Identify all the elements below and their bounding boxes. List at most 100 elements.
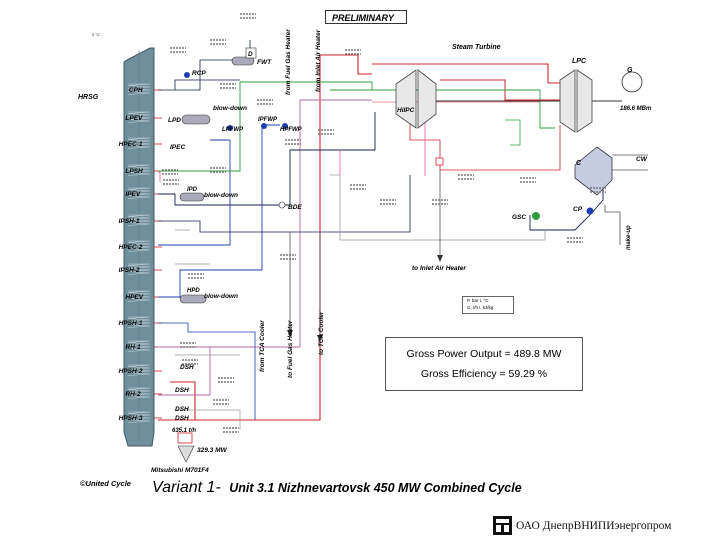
makeup-label: make-up (626, 225, 632, 250)
condenser-icon (574, 146, 613, 196)
fwt-tank (231, 56, 255, 66)
hrsg-coil (127, 290, 151, 302)
hrsg-coil (127, 340, 151, 352)
hpd-drum (179, 294, 207, 304)
hrsg-coil (127, 387, 151, 399)
hiipc-ip-section (417, 69, 437, 129)
lpfwp-pump-icon (227, 125, 233, 131)
g-label: G (627, 67, 633, 74)
bde-label: BDE (288, 204, 302, 211)
hrsg-section-label: HPEC-1 (119, 141, 143, 148)
lpfwp-label: LPFWP (222, 127, 244, 133)
hrsg-coil (127, 411, 151, 423)
dsh-label-1: DSH (180, 364, 194, 371)
hrsg-coil (127, 263, 151, 275)
flow-labels: from Fuel Gas Heater from Inlet Air Heat… (259, 29, 466, 378)
blowdown-label-3: blow-down (204, 293, 238, 300)
hpfwp-label: HPFWP (280, 127, 303, 133)
variant-label: Variant 1- (152, 479, 221, 496)
company-logo: ОАО ДнепрВНИПИэнергопром (492, 516, 671, 536)
hrsg-coil (127, 137, 151, 149)
dsh-label-4: DSH (175, 415, 189, 422)
hiipc-hp-section (395, 69, 417, 129)
equipment (177, 47, 444, 463)
lpc-section-right (576, 69, 593, 133)
rcp-pump-icon (184, 72, 190, 78)
power-out-label: 186.6 MBт (620, 106, 652, 112)
company-logo-icon (493, 516, 512, 535)
hrsg-coil (127, 83, 151, 95)
gsc-label: GSC (512, 214, 526, 221)
bde-icon (278, 201, 286, 209)
hrsg-coil (127, 240, 151, 252)
hrsg-section-label: RH-2 (125, 391, 141, 398)
arrow-down-icon-2 (287, 330, 293, 337)
gas-turbine-label: Mitsubishi M701F4 (151, 467, 209, 474)
legend-row-1: P, bar t, °C (467, 298, 489, 303)
from-fuel-gas-heater-label: from Fuel Gas Heater (285, 29, 292, 95)
performance-summary-box: Gross Power Output = 489.8 MW Gross Effi… (385, 337, 583, 391)
hrsg-section-label: LPEV (125, 115, 143, 122)
hrsg-coils (127, 83, 151, 423)
parameter-legend-box: P, bar t, °C G, t/h i, kJ/kg (462, 296, 514, 314)
cw-label: CW (636, 156, 648, 163)
valve-icon (435, 157, 444, 166)
hrsg-coil (127, 111, 151, 123)
lpd-label: LPD (168, 117, 181, 124)
lpc-section-left (559, 69, 576, 133)
tca-lines (289, 232, 321, 335)
blowdown-label-1: blow-down (213, 105, 247, 112)
hrsg-coil (127, 187, 151, 199)
dsh-box (177, 432, 193, 444)
hrsg-coil (127, 164, 151, 176)
copyright-label: ©United Cycle (80, 479, 131, 488)
section-lines (154, 89, 162, 419)
pipelines (158, 40, 648, 430)
ip-line-2 (158, 175, 411, 233)
hp-steam-to-lpc (372, 63, 560, 84)
hrsg-label: HRSG (78, 94, 99, 101)
unit-title: Unit 3.1 Nizhnevartovsk 450 MW Combined … (229, 481, 522, 495)
d-box (245, 47, 257, 59)
condensate-main-2 (330, 174, 546, 241)
ip-line (158, 112, 376, 206)
d-label: D (248, 51, 253, 58)
grey-lines (175, 229, 241, 430)
blowdown-label-2: blow-down (204, 192, 238, 199)
feedwater-line-2 (158, 322, 256, 420)
to-inlet-air-heater-label: to Inlet Air Heater (412, 265, 466, 272)
company-name: ОАО ДнепрВНИПИэнергопром (516, 520, 672, 532)
to-tca-cooler-label: to TCA Cooler (318, 311, 325, 355)
makeup-line (604, 205, 621, 245)
hpd-label: HPD (187, 288, 200, 294)
hrsg-section-label: IPEV (125, 191, 140, 198)
dsh-label-2: DSH (175, 387, 189, 394)
hrsg-coil (127, 214, 151, 226)
condensate-pump-icon (586, 207, 594, 215)
condensate-main (529, 175, 604, 231)
hp-steam-line (158, 54, 372, 421)
corner-note: 0 °C (92, 32, 100, 37)
c-label: C (576, 160, 582, 167)
hrsg-section-label: HPEV (125, 294, 143, 301)
legend-row-2: G, t/h i, kJ/kg (467, 305, 494, 310)
hrsg-section-label: CPH (129, 87, 143, 94)
ipec-label: IPEC (170, 144, 185, 151)
from-inlet-air-heater-label: from Inlet Air Heater (315, 29, 322, 92)
hrsg-coil (127, 316, 151, 328)
fwt-label: FWT (257, 59, 272, 66)
arrow-down-icon (437, 255, 443, 262)
lpd-drum (181, 114, 211, 125)
hrsg-section-label: IPSH-1 (119, 218, 140, 225)
lpc-label: LPC (572, 58, 587, 65)
ipd-label: IPD (187, 187, 198, 193)
dsh-label-3: DSH (175, 406, 189, 413)
gt-flow-label: 635.1 t/h (172, 428, 196, 434)
preliminary-stamp: PRELIMINARY (325, 10, 407, 24)
ipd-drum (179, 192, 205, 202)
lp-steam-line (158, 81, 555, 172)
ipfwp-label: IPFWP (258, 117, 278, 123)
condenser-group (532, 146, 613, 220)
to-fuel-gas-heater-label: to Fuel Gas Heater (287, 320, 294, 378)
